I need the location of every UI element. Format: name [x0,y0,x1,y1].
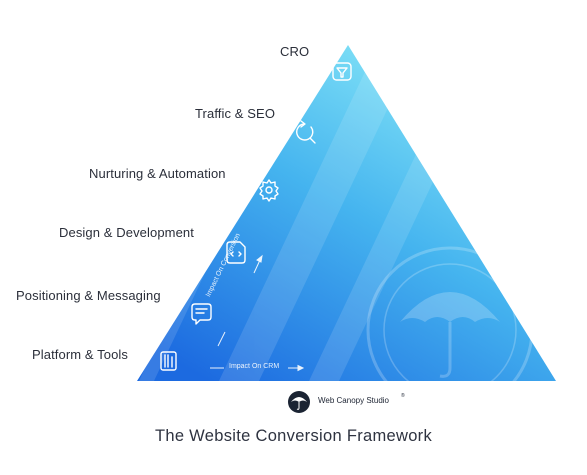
brand-block: Web Canopy Studio ® [283,391,423,413]
funnel-icon [332,62,352,81]
brand-name: Web Canopy Studio [318,396,390,405]
tools-icon [160,351,177,371]
axis-label-crm: Impact On CRM [229,363,280,370]
conversion-arrow [217,331,226,347]
code-file-icon [226,241,246,264]
brand-mark: ® [401,393,405,399]
chat-icon [191,303,212,325]
layer-label-nurturing-automation: Nurturing & Automation [89,166,226,181]
layer-label-traffic-seo: Traffic & SEO [195,106,276,121]
framework-title: The Website Conversion Framework [154,427,433,445]
refresh-icon [296,120,316,144]
umbrella-logo-icon [288,391,310,413]
gear-icon [259,179,279,202]
layer-label-design-development: Design & Development [59,225,194,240]
layer-label-positioning-messaging: Positioning & Messaging [16,288,161,303]
layer-label-cro: CRO [280,44,310,59]
layer-label-platform-tools: Platform & Tools [32,347,129,362]
pyramid-triangle [137,45,556,381]
